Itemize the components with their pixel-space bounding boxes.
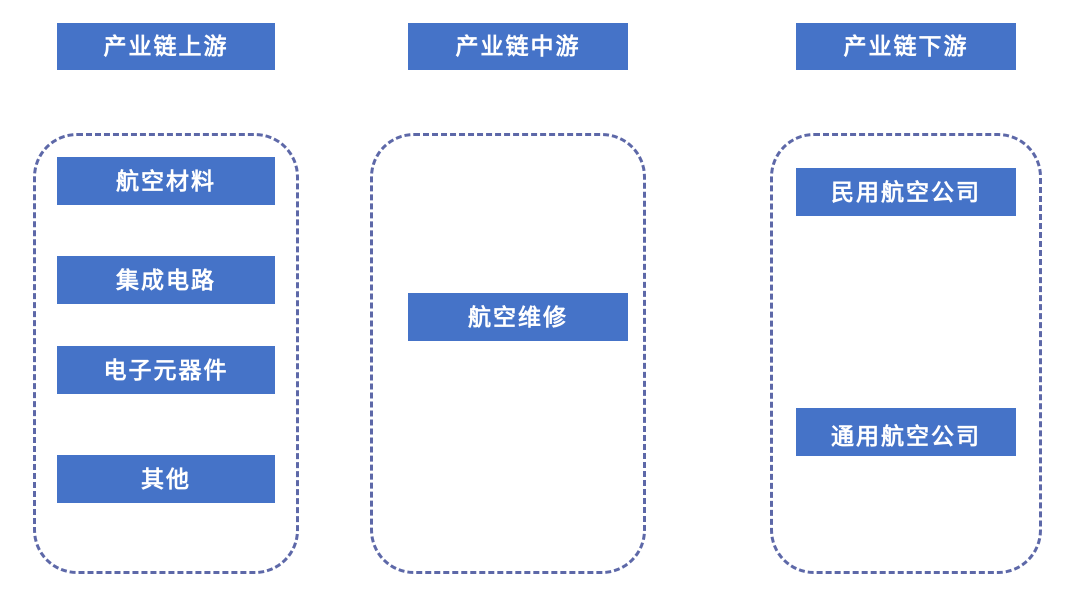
item-chip-aviation-material[interactable]: 航空材料 [57, 157, 275, 205]
stage-container-downstream [770, 133, 1042, 574]
stage-container-midstream [370, 133, 646, 574]
item-chip-aviation-maintenance[interactable]: 航空维修 [408, 293, 628, 341]
item-chip-general-aviation-company[interactable]: 通用航空公司等 [796, 408, 1016, 456]
item-chip-civil-aviation-company[interactable]: 民用航空公司 [796, 168, 1016, 216]
item-chip-other[interactable]: 其他 [57, 455, 275, 503]
item-chip-electronic-component[interactable]: 电子元器件 [57, 346, 275, 394]
column-header-midstream: 产业链中游 [408, 23, 628, 70]
column-header-upstream: 产业链上游 [57, 23, 275, 70]
item-chip-general-aviation-label: 通用航空公司 [831, 423, 981, 449]
item-chip-integrated-circuit[interactable]: 集成电路 [57, 256, 275, 304]
column-header-downstream: 产业链下游 [796, 23, 1016, 70]
stage-container-upstream [33, 133, 299, 574]
